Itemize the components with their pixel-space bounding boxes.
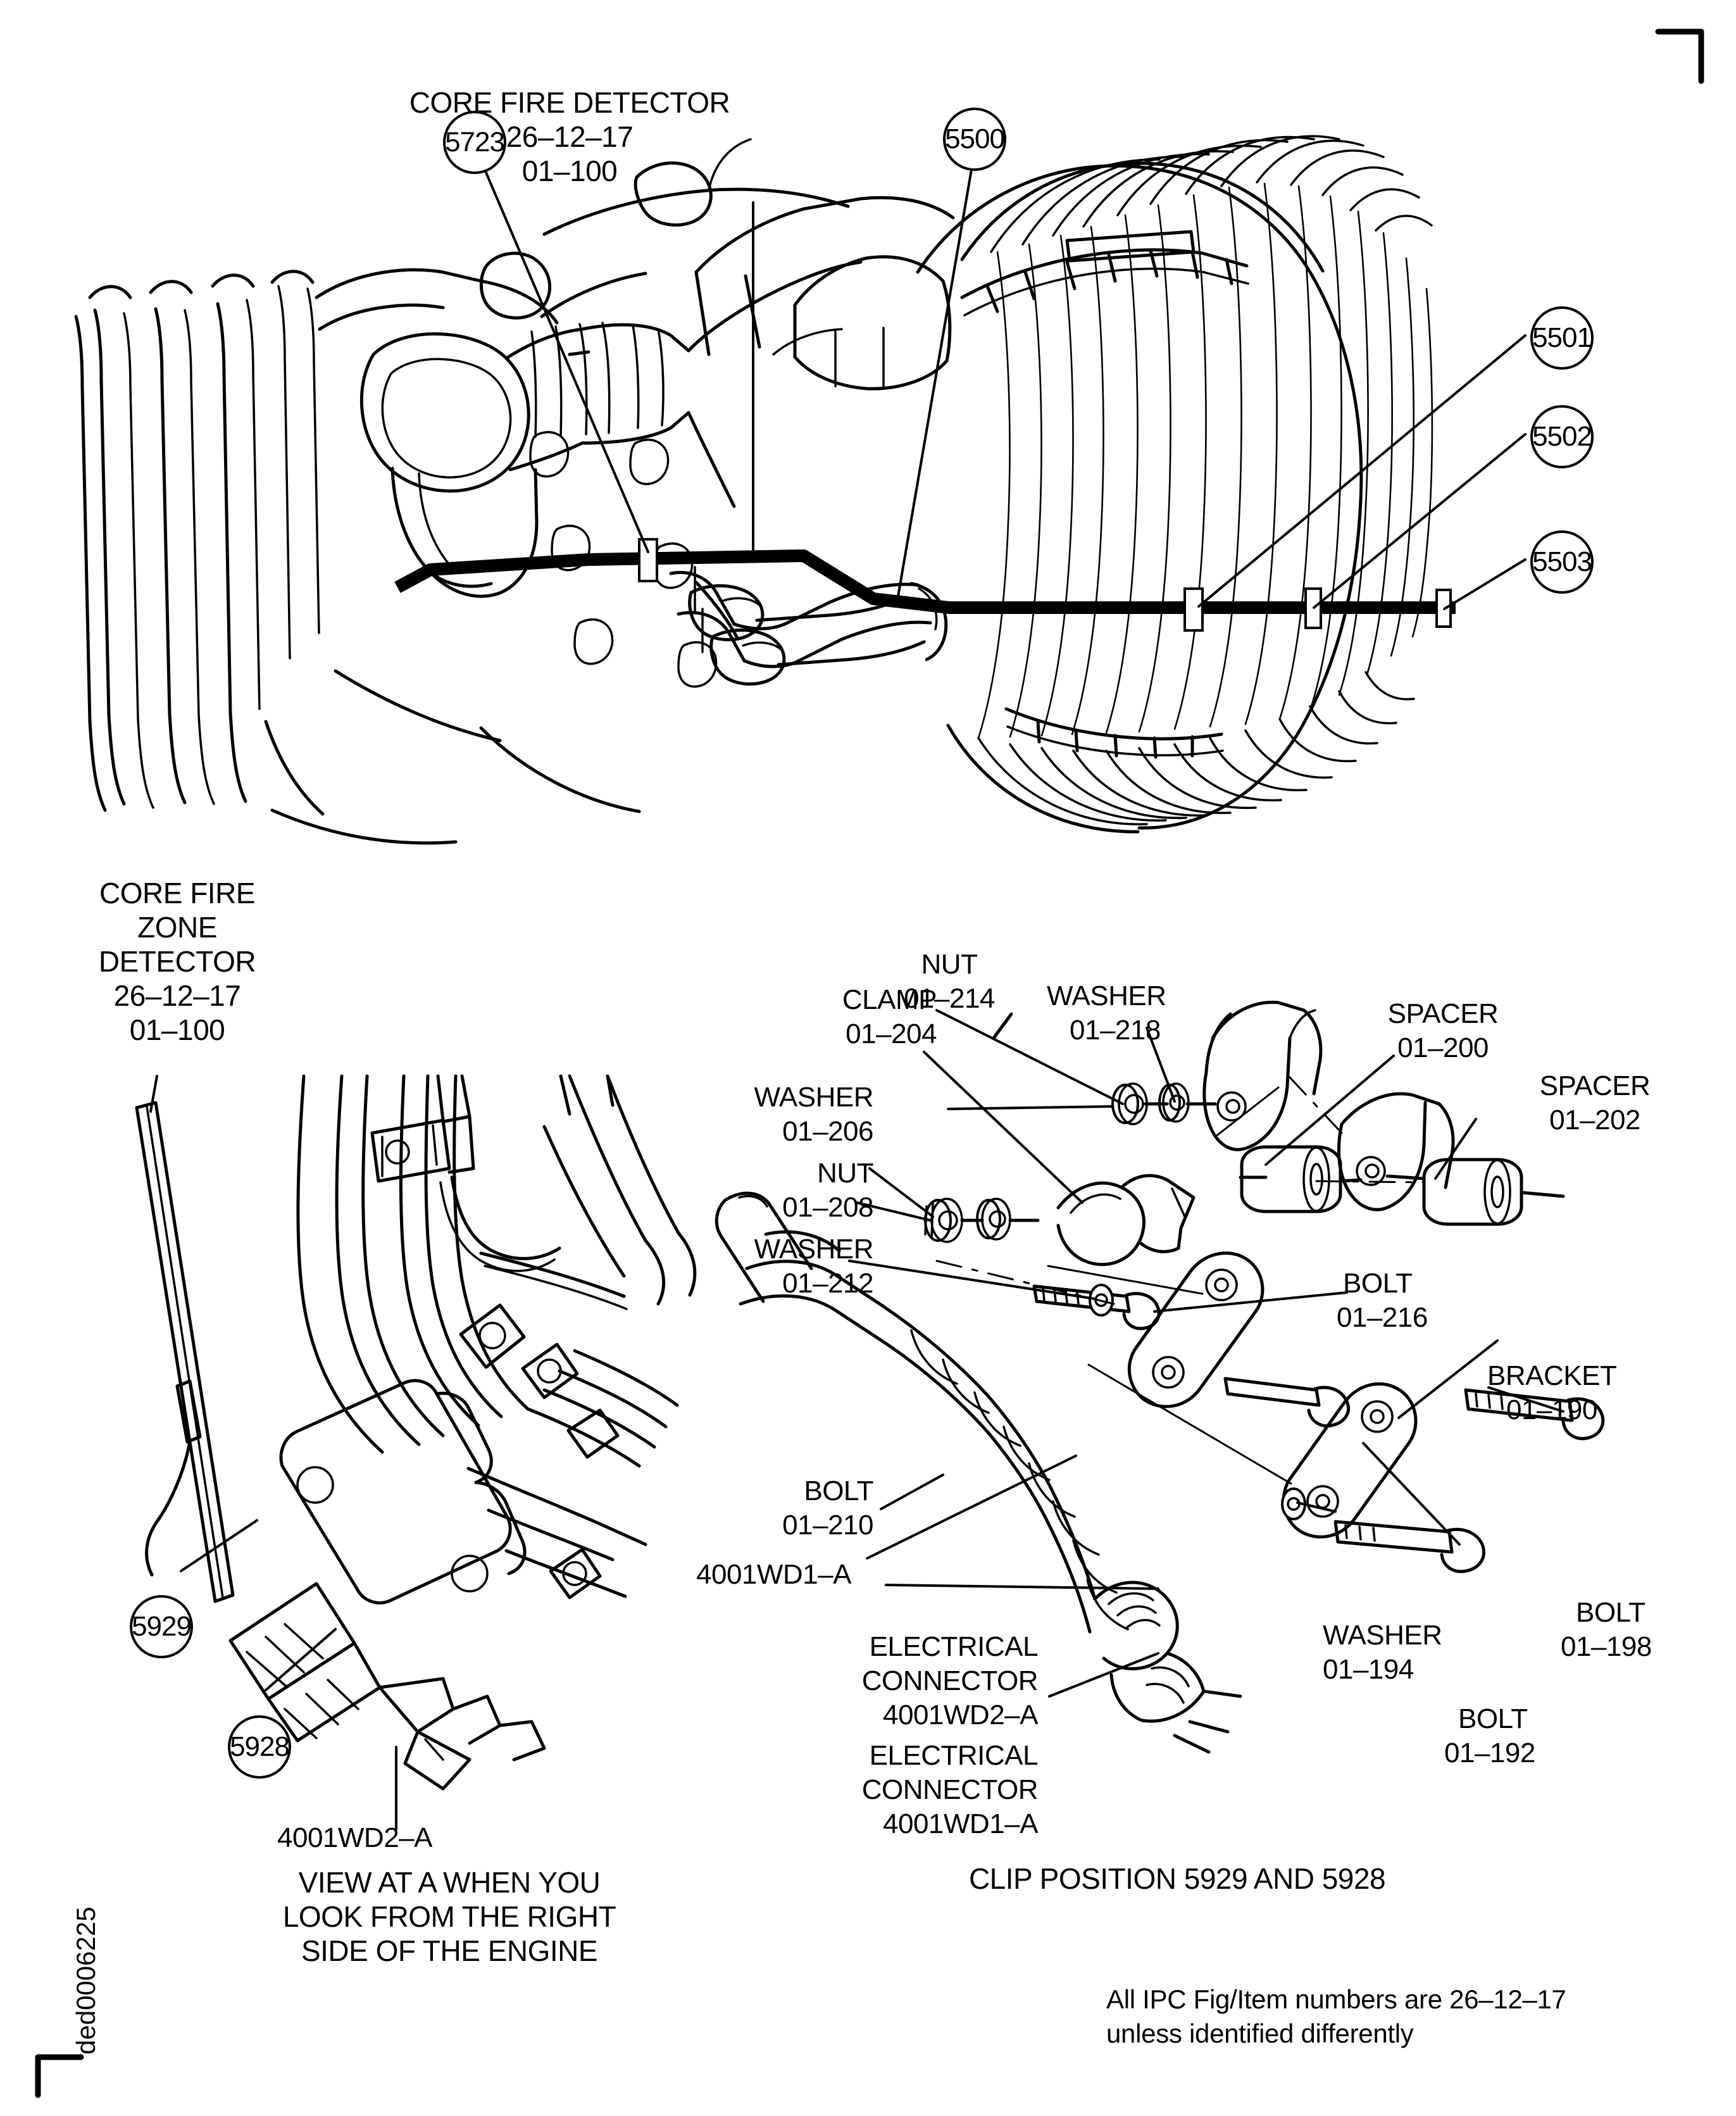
callout-bracket-01-190-line1: BRACKET [1487, 1360, 1617, 1391]
callout-bolt-01-192-line1: BOLT [1458, 1703, 1528, 1734]
left-detail-illustration [135, 1074, 697, 1791]
top-view-title-line1: CORE FIRE DETECTOR [409, 86, 730, 119]
callout-washer-01-218-line2: 01–218 [1070, 1015, 1161, 1046]
figure-id-label: ded0006225 [71, 1906, 101, 2055]
left-view-title-line3: DETECTOR [98, 945, 256, 978]
top-view-leader-lines [484, 165, 1527, 610]
fan-case-ribs [74, 270, 320, 812]
callout-bolt-01-210-line1: BOLT [804, 1475, 873, 1506]
cable-clamp-5723 [638, 538, 658, 582]
callout-nut-01-214-line1: NUT [921, 949, 978, 980]
balloon-5928[interactable]: 5928 [228, 1715, 291, 1779]
cable-clamp-5501 [1183, 587, 1204, 632]
bolt-01-210-part [1223, 1377, 1350, 1428]
callout-connector-wd1-top: 4001WD1–A [696, 1559, 851, 1590]
callout-washer-01-212-line2: 01–212 [782, 1268, 873, 1299]
phantom-centerlines [935, 1075, 1425, 1485]
fire-detector-cable [394, 538, 1456, 632]
bolt-01-198-part [1464, 1388, 1605, 1441]
left-view-title-line2: ZONE [137, 911, 217, 944]
accessory-gearbox-housing [264, 138, 955, 845]
callout-elec-conn-wd1-line3: 4001WD1–A [883, 1808, 1038, 1839]
callout-bolt-01-198-line1: BOLT [1576, 1597, 1645, 1628]
spacer-01-200-part [1240, 1145, 1342, 1213]
footer-note-line2: unless identified differently [1106, 2019, 1414, 2048]
corner-mark-bottom-left [35, 2054, 84, 2098]
callout-bolt-01-192-line2: 01–192 [1444, 1737, 1535, 1769]
left-view-caption-line2: LOOK FROM THE RIGHT [282, 1900, 616, 1933]
callout-bolt-01-198-line2: 01–198 [1561, 1631, 1652, 1662]
balloon-5929[interactable]: 5929 [130, 1595, 193, 1658]
balloon-5502[interactable]: 5502 [1530, 405, 1594, 468]
hardware-stack-top [1111, 1082, 1217, 1125]
left-view-caption-line1: VIEW AT A WHEN YOU [298, 1866, 601, 1899]
bracket-01-190-part [1127, 1251, 1265, 1408]
hardware-stack-mid [924, 1198, 1040, 1243]
engine-core-illustration [74, 135, 1527, 845]
callout-bolt-01-216-line2: 01–216 [1337, 1302, 1428, 1333]
callout-clamp-01-204-line2: 01–204 [846, 1018, 937, 1049]
callout-washer-01-218-line1: WASHER [1047, 980, 1166, 1011]
bolt-01-192-part [1333, 1520, 1485, 1574]
callout-spacer-01-200-line2: 01–200 [1397, 1032, 1489, 1063]
right-view-caption: CLIP POSITION 5929 AND 5928 [968, 1862, 1386, 1895]
spacer-01-202-part [1422, 1158, 1523, 1226]
balloon-5501[interactable]: 5501 [1530, 306, 1594, 370]
balloon-5500[interactable]: 5500 [943, 108, 1006, 171]
top-view-title-line3: 01–100 [521, 154, 618, 187]
callout-nut-01-208-line1: NUT [817, 1158, 873, 1189]
left-view-title-line4: 26–12–17 [113, 979, 241, 1012]
left-view-leader-lines [149, 1075, 397, 1831]
callout-clamp-01-204-line1: CLAMP [842, 984, 937, 1015]
callout-washer-01-212-line1: WASHER [754, 1234, 874, 1265]
callout-elec-conn-wd2-line1: ELECTRICAL [869, 1631, 1039, 1662]
callout-bolt-01-216-line1: BOLT [1343, 1268, 1413, 1299]
balloon-5503[interactable]: 5503 [1530, 530, 1594, 594]
balloon-5723[interactable]: 5723 [443, 111, 506, 174]
callout-spacer-01-202-line1: SPACER [1539, 1070, 1651, 1101]
callout-bracket-01-190-line2: 01–190 [1506, 1394, 1597, 1425]
callout-elec-conn-wd2-line2: CONNECTOR [861, 1665, 1039, 1696]
top-view-title-line2: 26–12–17 [506, 120, 634, 153]
case-top-bracket [1065, 230, 1196, 263]
turbine-case-rings [916, 135, 1433, 834]
callout-washer-01-206-line2: 01–206 [782, 1116, 873, 1147]
callout-elec-conn-wd1-line2: CONNECTOR [861, 1774, 1039, 1805]
clip-installation-exploded-view [715, 1001, 1605, 1754]
callout-elec-conn-wd1-line1: ELECTRICAL [869, 1740, 1039, 1771]
callout-nut-01-208-line2: 01–208 [782, 1192, 873, 1223]
callout-bolt-01-210-line2: 01–210 [782, 1510, 873, 1541]
callout-elec-conn-wd2-line3: 4001WD2–A [883, 1700, 1038, 1731]
left-view-title-line5: 01–100 [129, 1013, 225, 1046]
callout-washer-01-194-line2: 01–194 [1323, 1654, 1414, 1685]
corner-mark-top-right [1655, 28, 1704, 84]
right-view-leader-lines [848, 1009, 1564, 1698]
callout-washer-01-206-line1: WASHER [754, 1082, 874, 1113]
callout-spacer-01-200-line1: SPACER [1387, 998, 1499, 1029]
footer-note-line1: All IPC Fig/Item numbers are 26–12–17 [1106, 1984, 1566, 2014]
callout-nut-01-214-line2: 01–214 [904, 983, 995, 1014]
left-view-title-line1: CORE FIRE [99, 877, 255, 910]
callout-washer-01-194-line1: WASHER [1323, 1620, 1442, 1651]
hose-bundle-lower [715, 1191, 1242, 1754]
callout-spacer-01-202-line2: 01–202 [1549, 1105, 1640, 1136]
left-view-caption-line3: SIDE OF THE ENGINE [301, 1934, 598, 1967]
left-view-connector-label: 4001WD2–A [277, 1822, 432, 1853]
